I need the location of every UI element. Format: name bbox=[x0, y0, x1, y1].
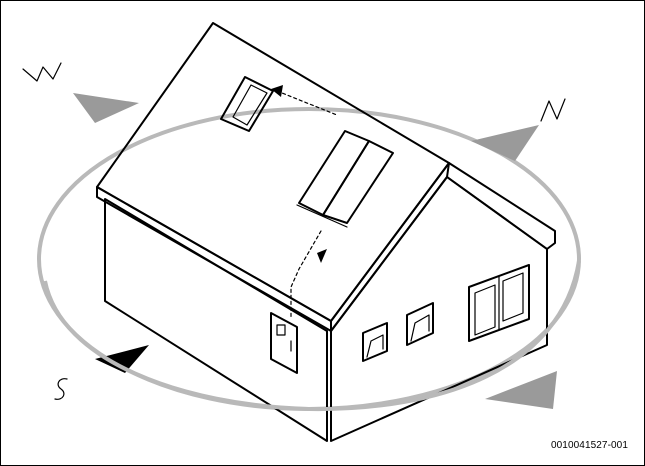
roof-fascia bbox=[96, 186, 332, 332]
solar-collectors bbox=[296, 130, 394, 228]
compass-arrow-west bbox=[73, 93, 139, 123]
side-door bbox=[270, 312, 298, 374]
compass-letter-n bbox=[540, 98, 566, 122]
pipe-routing bbox=[271, 85, 338, 320]
compass-arrow-south bbox=[95, 345, 149, 373]
side-wall bbox=[104, 198, 328, 442]
compass-arrow-north bbox=[471, 125, 539, 161]
compass-arrow-east bbox=[485, 371, 557, 409]
gable-window-small-2 bbox=[406, 302, 434, 346]
roof-window bbox=[220, 76, 274, 132]
compass-ring-front bbox=[43, 260, 581, 412]
house bbox=[96, 22, 556, 442]
gable-window-small-1 bbox=[362, 322, 388, 362]
compass-letter-w bbox=[22, 62, 62, 82]
figure-code: 0010041527-001 bbox=[550, 440, 628, 451]
gable-window-large bbox=[468, 264, 530, 342]
compass-letter-s bbox=[54, 378, 68, 400]
gable-fascia bbox=[446, 162, 556, 250]
roof-main bbox=[96, 22, 450, 322]
